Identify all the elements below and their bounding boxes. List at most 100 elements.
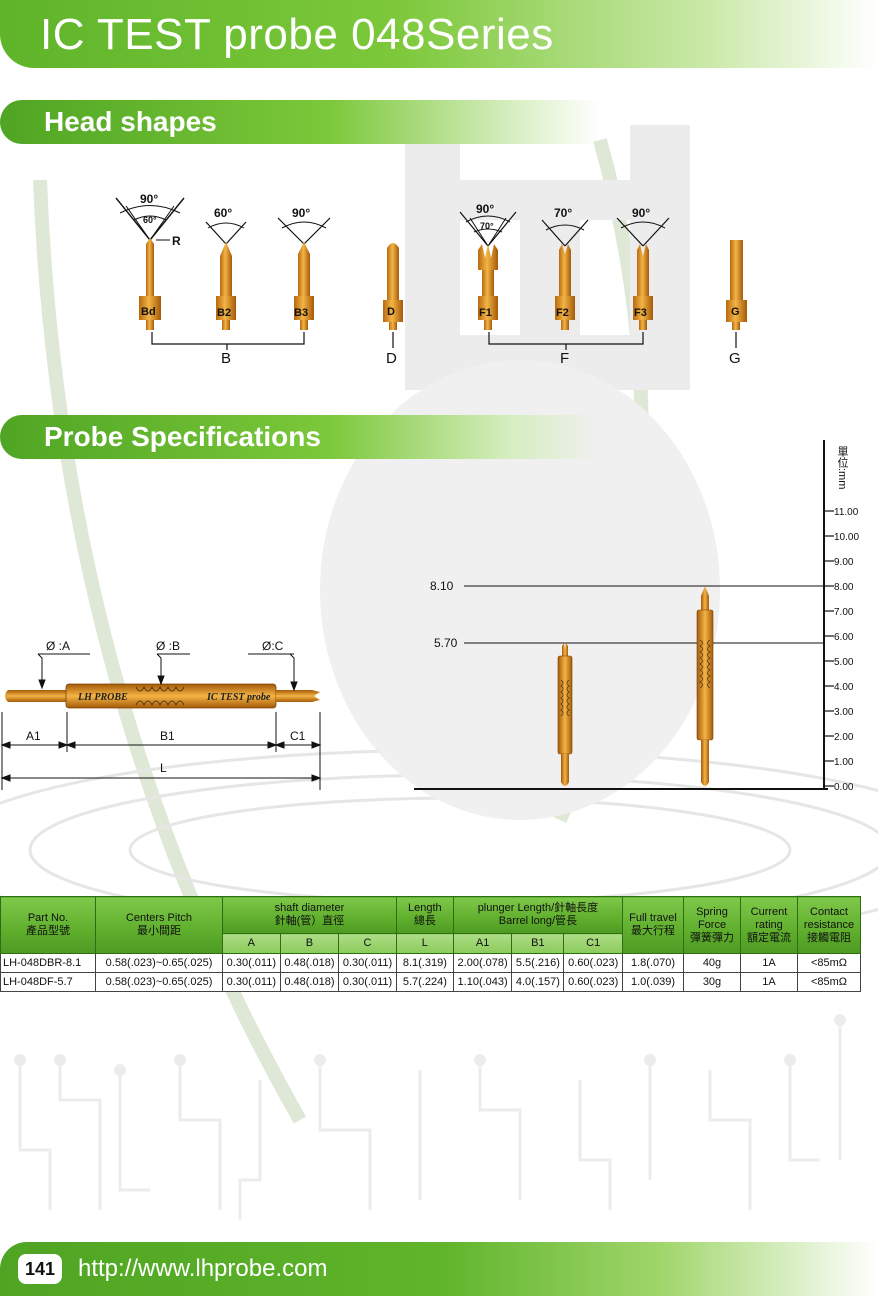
group-label: F [560, 350, 569, 367]
table-cell: 5.7(.224) [395, 972, 454, 992]
table-cell: 4.0(.157) [511, 972, 565, 992]
a1-label: A1 [26, 729, 41, 743]
website-link[interactable]: http://www.lhprobe.com [78, 1255, 328, 1282]
col-part-no: Part No.產品型號 [0, 896, 96, 954]
dia-b-label: Ø :B [156, 639, 180, 653]
group-label: B [221, 350, 231, 367]
table-cell: 0.48(.018) [279, 953, 340, 973]
probe-f3: 90° F3 [616, 206, 670, 330]
angle-label: 90° [476, 202, 494, 216]
probe-side-view: LH PROBE IC TEST probe [5, 683, 320, 709]
table-cell: 0.30(.011) [222, 953, 281, 973]
table-cell: 0.48(.018) [279, 972, 340, 992]
table-row: LH-048DF-5.7 0.58(.023)~0.65(.025) 0.30(… [0, 972, 861, 992]
angle-label: 60° [143, 215, 157, 225]
table-cell: 0.60(.023) [563, 953, 623, 973]
section-banner-head-shapes: Head shapes [0, 100, 600, 144]
l-label: L [160, 761, 167, 775]
angle-label: 90° [292, 206, 310, 220]
barrel-print-left: LH PROBE [77, 692, 128, 703]
scale-tick: 4.00 [834, 682, 854, 693]
table-cell: 1A [740, 972, 798, 992]
dia-a-label: Ø :A [46, 639, 70, 653]
table-cell: 1.10(.043) [452, 972, 513, 992]
table-cell: 5.5(.216) [511, 953, 565, 973]
sub-col: B1 [511, 933, 565, 954]
scale-tick: 11.00 [834, 507, 859, 518]
group-label: D [386, 350, 397, 367]
probe-vertical-5-7 [557, 643, 573, 786]
scale-tick: 8.00 [834, 582, 854, 593]
table-cell: 0.30(.011) [338, 953, 397, 973]
scale-tick: 5.00 [834, 657, 854, 668]
probe-code: F1 [479, 307, 492, 319]
probe-f2: 70° F2 [541, 206, 589, 330]
probe-code: F2 [556, 307, 569, 319]
table-cell: 0.30(.011) [338, 972, 397, 992]
footer-banner: 141 http://www.lhprobe.com [0, 1242, 878, 1296]
mark-5-70: 5.70 [434, 636, 458, 650]
probe-f1: 90° 70° F1 [459, 202, 517, 330]
b1-label: B1 [160, 729, 175, 743]
probe-code: G [731, 306, 740, 318]
scale-tick: 0.00 [834, 782, 854, 793]
probe-code: D [387, 306, 395, 318]
sub-col: A [222, 933, 281, 954]
table-cell: 1.8(.070) [622, 953, 684, 973]
table-cell: 1A [740, 953, 798, 973]
dia-c-label: Ø:C [262, 639, 284, 653]
table-cell: 0.30(.011) [222, 972, 281, 992]
mm-scale: 11.00 10.00 9.00 8.00 7.00 6.00 5.00 4.0… [414, 440, 859, 793]
mark-8-10: 8.10 [430, 579, 454, 593]
scale-tick: 7.00 [834, 607, 854, 618]
scale-tick: 9.00 [834, 557, 854, 568]
table-cell: 0.58(.023)~0.65(.025) [95, 953, 223, 973]
table-cell: 0.60(.023) [563, 972, 623, 992]
section-title-specs: Probe Specifications [44, 421, 321, 452]
table-cell: LH-048DF-5.7 [0, 972, 96, 992]
probe-code: B3 [294, 307, 308, 319]
c1-label: C1 [290, 729, 306, 743]
table-cell: 8.1(.319) [395, 953, 454, 973]
radius-label: R [172, 234, 181, 248]
page-number: 141 [18, 1254, 62, 1284]
table-cell: 40g [683, 953, 741, 973]
table-row: LH-048DBR-8.1 0.58(.023)~0.65(.025) 0.30… [0, 953, 861, 973]
probe-b3: 90° B3 [277, 206, 331, 330]
table-cell: LH-048DBR-8.1 [0, 953, 96, 973]
barrel-print-right: IC TEST probe [206, 692, 271, 703]
scale-tick: 1.00 [834, 757, 854, 768]
sub-col: B [279, 933, 340, 954]
scale-unit: 單位:mm [836, 446, 849, 490]
group-label: G [729, 350, 741, 367]
angle-label: 70° [554, 206, 572, 220]
table-cell: 0.58(.023)~0.65(.025) [95, 972, 223, 992]
section-banner-specs: Probe Specifications [0, 415, 600, 459]
scale-tick: 2.00 [834, 732, 854, 743]
table-cell: <85mΩ [797, 972, 861, 992]
sub-col: A1 [452, 933, 513, 954]
page-title: IC TEST probe 048Series [40, 10, 554, 59]
sub-col: L [395, 933, 454, 954]
table-cell: 30g [683, 972, 741, 992]
angle-label: 90° [632, 206, 650, 220]
sub-col: C1 [563, 933, 623, 954]
angle-label: 90° [140, 192, 158, 206]
title-banner: IC TEST probe 048Series [0, 0, 878, 68]
scale-tick: 6.00 [834, 632, 854, 643]
section-title-head-shapes: Head shapes [44, 106, 217, 137]
probe-code: B2 [217, 307, 231, 319]
angle-label: 60° [214, 206, 232, 220]
scale-tick: 10.00 [834, 532, 859, 543]
scale-tick: 3.00 [834, 707, 854, 718]
sub-col: C [338, 933, 397, 954]
probe-d: D [383, 243, 403, 330]
